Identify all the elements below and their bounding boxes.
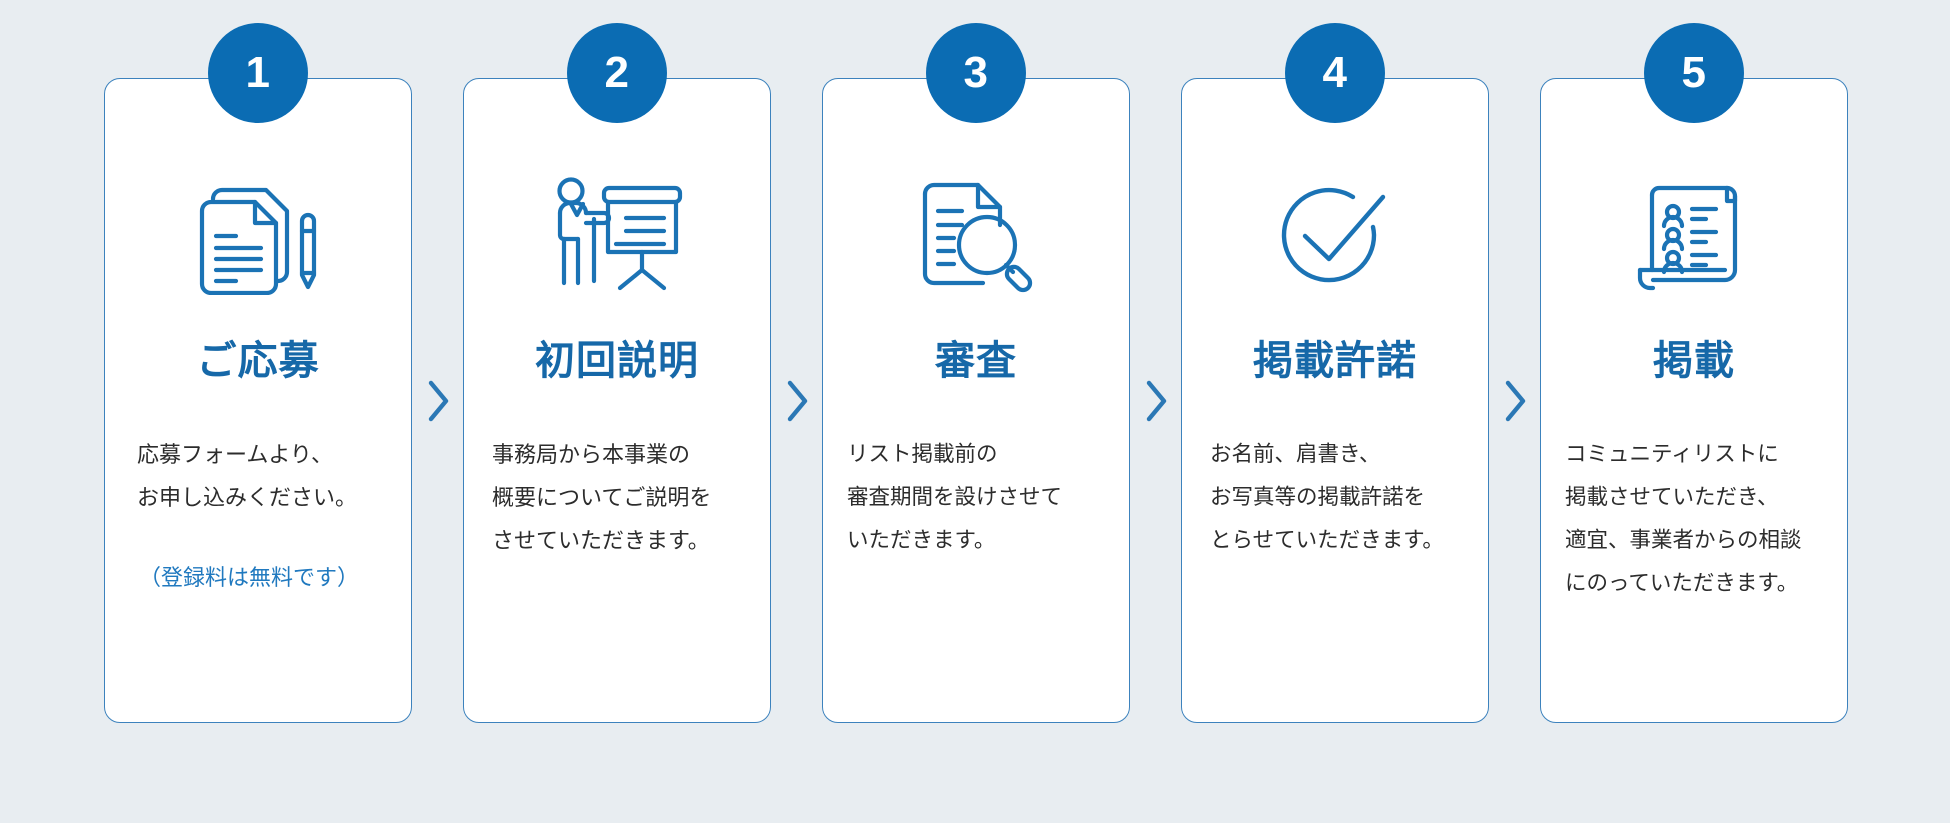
step-title-4: 掲載許諾 (1253, 339, 1417, 383)
step-body-2: 事務局から本事業の 概要についてご説明を させていただきます。 (464, 433, 770, 562)
step-body-4: お名前、肩書き、 お写真等の掲載許諾を とらせていただきます。 (1182, 433, 1488, 562)
step-body-5: コミュニティリストに 掲載させていただき、 適宜、事業者からの相談 にのっていた… (1541, 433, 1847, 605)
chevron-right-icon (771, 78, 822, 723)
step-title-5: 掲載 (1653, 339, 1735, 383)
step-number-badge-3: 3 (926, 23, 1026, 123)
check-circle-icon (1260, 171, 1410, 297)
step-card-2[interactable]: 2 (463, 23, 771, 723)
step-body-line: させていただきます。 (492, 528, 710, 553)
chevron-right-icon (1130, 78, 1181, 723)
step-number-badge-4: 4 (1285, 23, 1385, 123)
step-card-5[interactable]: 5 (1540, 23, 1848, 723)
step-body-1: 応募フォームより、 お申し込みください。 （登録料は無料です） (105, 433, 411, 595)
steps-row: 1 ご応募 応募フォームより、 お申 (104, 23, 1848, 723)
step-card-3[interactable]: 3 審査 リスト掲載前の 審査期間を (822, 23, 1130, 723)
step-body-line: コミュニティリストに (1565, 442, 1779, 466)
step-body-line: 事務局から本事業の (492, 442, 691, 467)
person-list-scroll-icon (1619, 171, 1769, 297)
chevron-right-icon (1489, 78, 1540, 723)
chevron-right-icon (412, 78, 463, 723)
step-body-line: 適宜、事業者からの相談 (1565, 528, 1802, 552)
step-number-badge-5: 5 (1644, 23, 1744, 123)
step-body-line: お名前、肩書き、 (1210, 442, 1381, 466)
step-body-line: リスト掲載前の (847, 442, 998, 466)
step-card-4[interactable]: 4 掲載許諾 お名前、肩書き、 お写真等の掲載許諾を とらせていただきます。 (1181, 23, 1489, 723)
step-body-line: 応募フォームより、 (137, 442, 334, 467)
step-body-line: お写真等の掲載許諾を (1210, 485, 1426, 509)
step-title-1: ご応募 (196, 339, 320, 383)
step-number-badge-1: 1 (208, 23, 308, 123)
step-body-line: いただきます。 (847, 528, 996, 552)
step-number-badge-2: 2 (567, 23, 667, 123)
step-card-1[interactable]: 1 ご応募 応募フォームより、 お申 (104, 23, 412, 723)
step-title-2: 初回説明 (535, 339, 699, 383)
step-body-3: リスト掲載前の 審査期間を設けさせて いただきます。 (823, 433, 1129, 562)
step-note-1: （登録料は無料です） (139, 565, 360, 590)
step-title-3: 審査 (935, 339, 1017, 383)
step-body-line: 掲載させていただき、 (1565, 485, 1779, 509)
step-body-line: お申し込みください。 (137, 485, 358, 510)
document-magnifier-icon (901, 171, 1051, 297)
document-with-pencil-icon (183, 171, 333, 297)
presenter-whiteboard-icon (542, 171, 692, 297)
step-body-line: 概要についてご説明を (492, 485, 712, 510)
step-body-line: 審査期間を設けさせて (847, 485, 1063, 509)
step-body-line: とらせていただきます。 (1210, 528, 1444, 552)
step-body-line: にのっていただきます。 (1565, 571, 1799, 595)
